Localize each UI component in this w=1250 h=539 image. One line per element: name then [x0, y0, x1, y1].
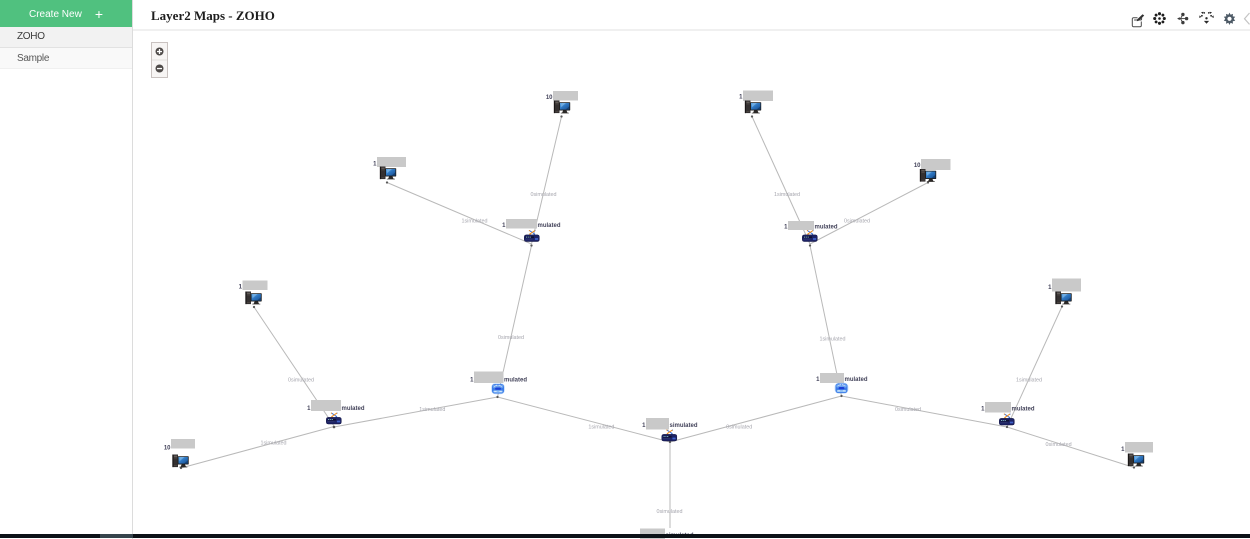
- svg-text:1simulated: 1simulated: [588, 425, 614, 431]
- svg-text:mulated: mulated: [538, 223, 561, 229]
- svg-text:1: 1: [816, 377, 820, 383]
- svg-text:0simulated: 0simulated: [1046, 442, 1072, 448]
- svg-text:1simulated: 1simulated: [461, 219, 487, 225]
- svg-text:0simulated: 0simulated: [895, 407, 921, 413]
- svg-text:1: 1: [981, 407, 985, 413]
- svg-text:1: 1: [1048, 285, 1052, 291]
- svg-text:1simulated: 1simulated: [774, 192, 800, 198]
- svg-text:1simulated: 1simulated: [819, 337, 845, 343]
- svg-text:1simulated: 1simulated: [419, 407, 445, 413]
- svg-text:10: 10: [546, 95, 553, 101]
- svg-text:mulated: mulated: [504, 378, 527, 384]
- svg-text:1simulated: 1simulated: [1016, 378, 1042, 384]
- svg-text:10: 10: [164, 446, 171, 452]
- svg-text:simulated: simulated: [670, 423, 698, 429]
- svg-text:0simulated: 0simulated: [498, 335, 524, 341]
- svg-text:0simulated: 0simulated: [656, 509, 682, 515]
- svg-text:1simulated: 1simulated: [260, 441, 286, 447]
- svg-text:1: 1: [373, 162, 377, 168]
- svg-text:0simulated: 0simulated: [288, 378, 314, 384]
- svg-text:mulated: mulated: [342, 406, 365, 412]
- svg-text:10: 10: [914, 163, 921, 169]
- svg-text:mulated: mulated: [815, 225, 838, 231]
- svg-text:1: 1: [502, 223, 506, 229]
- svg-text:mulated: mulated: [845, 377, 868, 383]
- svg-text:1: 1: [307, 406, 311, 412]
- svg-text:1: 1: [1121, 447, 1125, 453]
- svg-text:1: 1: [784, 225, 788, 231]
- svg-text:0simulated: 0simulated: [530, 192, 556, 198]
- svg-text:1: 1: [642, 423, 646, 429]
- svg-text:0simulated: 0simulated: [844, 219, 870, 225]
- svg-text:0simulated: 0simulated: [726, 425, 752, 431]
- svg-text:1: 1: [239, 285, 243, 291]
- svg-text:mulated: mulated: [1012, 407, 1035, 413]
- svg-text:1: 1: [739, 95, 743, 101]
- svg-text:1: 1: [470, 378, 474, 384]
